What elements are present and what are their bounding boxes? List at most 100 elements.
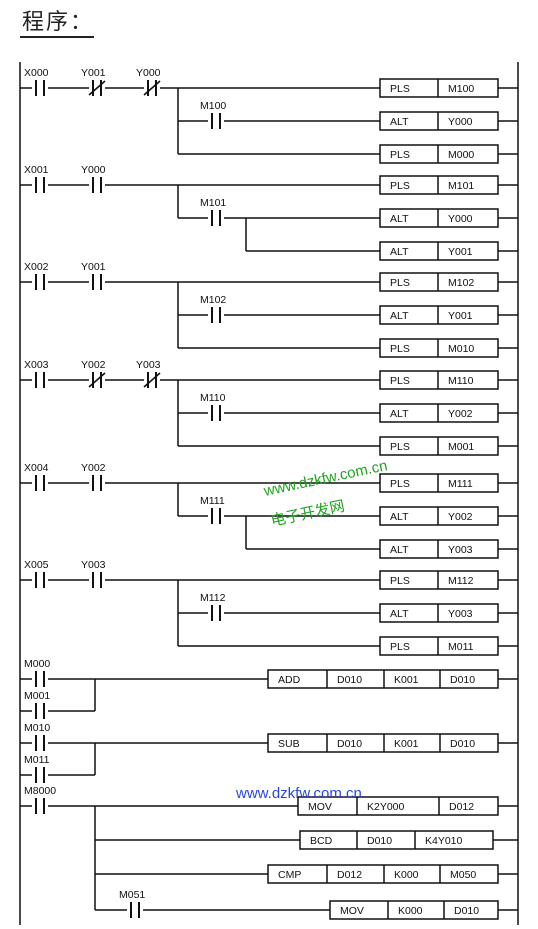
no-contact-symbol: M000 bbox=[24, 658, 50, 687]
no-contact-symbol: M101 bbox=[200, 197, 226, 226]
instruction-frame bbox=[299, 830, 494, 850]
instruction-opcode: PLS bbox=[390, 375, 410, 387]
instruction-operand: Y002 bbox=[448, 511, 473, 523]
instruction-operand: M001 bbox=[448, 441, 474, 453]
contact-gap bbox=[32, 578, 48, 582]
instruction-operand: Y000 bbox=[448, 116, 473, 128]
instruction-opcode: ALT bbox=[390, 213, 409, 225]
instruction-frame bbox=[379, 539, 499, 559]
contact-gap bbox=[32, 378, 48, 382]
no-contact-symbol: X002 bbox=[24, 261, 49, 290]
no-contact-symbol: X001 bbox=[24, 164, 49, 193]
contact-gap bbox=[208, 216, 224, 220]
instruction-operand: K001 bbox=[394, 738, 419, 750]
instruction-frame bbox=[297, 796, 499, 816]
instruction-opcode: SUB bbox=[278, 738, 300, 750]
contact-label: M102 bbox=[200, 294, 226, 306]
contact-gap bbox=[32, 709, 48, 713]
contact-label: M010 bbox=[24, 722, 50, 734]
contact-label: Y003 bbox=[81, 559, 106, 571]
instruction-operand: Y002 bbox=[448, 408, 473, 420]
contact-label: X004 bbox=[24, 462, 49, 474]
instruction-operand: D010 bbox=[450, 738, 475, 750]
no-contact-symbol: M112 bbox=[200, 592, 226, 621]
instruction-opcode: ALT bbox=[390, 544, 409, 556]
instruction-opcode: ALT bbox=[390, 608, 409, 620]
contact-label: Y000 bbox=[136, 67, 161, 79]
contact-gap bbox=[32, 280, 48, 284]
page-title: 程序： bbox=[22, 10, 95, 35]
contact-gap bbox=[208, 119, 224, 123]
contact-label: M011 bbox=[24, 754, 50, 766]
instruction-opcode: MOV bbox=[340, 905, 364, 917]
instruction-opcode: ADD bbox=[278, 674, 301, 686]
watermark-bottom-url: www.dzkfw.com.cn bbox=[235, 785, 362, 802]
instruction-operand: D010 bbox=[450, 674, 475, 686]
instruction-operand: K4Y010 bbox=[425, 835, 463, 847]
contact-label: M001 bbox=[24, 690, 50, 702]
instruction-operand: D010 bbox=[367, 835, 392, 847]
instruction-operand: M112 bbox=[448, 575, 474, 587]
nc-contact-symbol: Y002 bbox=[81, 359, 106, 388]
instruction-frame bbox=[379, 506, 499, 526]
instruction-opcode: ALT bbox=[390, 310, 409, 322]
nc-slash bbox=[88, 80, 106, 96]
nc-contact-symbol: Y000 bbox=[136, 67, 161, 96]
contact-gap bbox=[208, 411, 224, 415]
contact-label: Y002 bbox=[81, 462, 106, 474]
nc-contact-symbol: Y003 bbox=[136, 359, 161, 388]
instruction-opcode: PLS bbox=[390, 478, 410, 490]
contact-gap bbox=[208, 611, 224, 615]
no-contact-symbol: X003 bbox=[24, 359, 49, 388]
instruction-frame bbox=[379, 473, 499, 493]
contact-gap bbox=[89, 578, 105, 582]
instruction-opcode: CMP bbox=[278, 869, 301, 881]
contact-gap bbox=[32, 86, 48, 90]
title-underline bbox=[20, 36, 94, 38]
instruction-frame bbox=[379, 636, 499, 656]
instruction-box: ALT Y002 bbox=[379, 506, 499, 526]
contact-label: M101 bbox=[200, 197, 226, 209]
no-contact-symbol: X004 bbox=[24, 462, 49, 491]
instruction-frame bbox=[329, 900, 499, 920]
instruction-opcode: PLS bbox=[390, 149, 410, 161]
instruction-box: ALT Y001 bbox=[379, 305, 499, 325]
no-contact-symbol: M111 bbox=[200, 495, 225, 524]
instruction-opcode: PLS bbox=[390, 343, 410, 355]
contact-label: Y001 bbox=[81, 261, 106, 273]
instruction-operand: M010 bbox=[448, 343, 474, 355]
instruction-operand: M101 bbox=[448, 180, 474, 192]
instruction-operand: Y001 bbox=[448, 310, 473, 322]
instruction-operand: M050 bbox=[450, 869, 476, 881]
instruction-operand: D012 bbox=[337, 869, 362, 881]
instruction-operand: Y003 bbox=[448, 544, 473, 556]
instruction-operand: Y001 bbox=[448, 246, 473, 258]
no-contact-symbol: M102 bbox=[200, 294, 226, 323]
instruction-operand: K001 bbox=[394, 674, 419, 686]
instruction-opcode: PLS bbox=[390, 83, 410, 95]
instruction-frame bbox=[379, 175, 499, 195]
instruction-operand: D012 bbox=[449, 801, 474, 813]
instruction-frame bbox=[379, 305, 499, 325]
contact-label: X005 bbox=[24, 559, 49, 571]
contact-label: X002 bbox=[24, 261, 49, 273]
instruction-opcode: ALT bbox=[390, 511, 409, 523]
instruction-frame bbox=[379, 570, 499, 590]
contact-gap bbox=[32, 677, 48, 681]
instruction-operand: K000 bbox=[398, 905, 423, 917]
instruction-box: ALT Y003 bbox=[379, 539, 499, 559]
instruction-opcode: ALT bbox=[390, 408, 409, 420]
instruction-frame bbox=[379, 78, 499, 98]
no-contact-symbol: Y000 bbox=[81, 164, 106, 193]
